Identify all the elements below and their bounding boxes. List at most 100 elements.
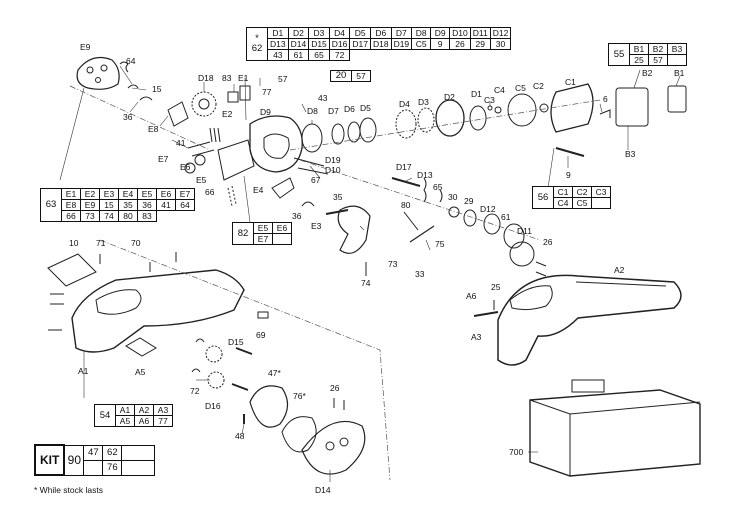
table-key: 62: [251, 43, 263, 54]
part-label: C5: [515, 83, 526, 93]
part-label: 76*: [293, 391, 306, 401]
part-label: A6: [466, 291, 477, 301]
cell: 62: [102, 444, 123, 461]
cell: E6: [272, 222, 292, 234]
part-label: 77: [262, 87, 272, 97]
part-label: 15: [152, 84, 162, 94]
part-label: D14: [315, 485, 331, 495]
cell: 25: [629, 54, 649, 66]
part-label: D5: [360, 103, 371, 113]
cell: D14: [287, 38, 310, 50]
part-label: 29: [464, 196, 474, 206]
cell: 80: [118, 210, 138, 222]
part-label: A5: [135, 367, 146, 377]
cell: D7: [390, 27, 413, 39]
cell: A5: [115, 415, 135, 427]
footnote: * While stock lasts: [34, 485, 103, 495]
part-label: D17: [396, 162, 412, 172]
part-label: D10: [325, 165, 341, 175]
cell: E5: [253, 222, 273, 234]
cell: E7: [253, 233, 273, 245]
cell: 36: [137, 199, 157, 211]
cell: [272, 233, 292, 245]
cell: [667, 54, 687, 66]
cell: 73: [80, 210, 100, 222]
part-label: D7: [328, 106, 339, 116]
part-label: D2: [444, 92, 455, 102]
cell: B3: [667, 43, 687, 55]
part-label: E3: [311, 221, 322, 231]
part-label: 57: [278, 74, 288, 84]
cell: [83, 459, 104, 476]
cell: 15: [99, 199, 119, 211]
cell: A1: [115, 404, 135, 416]
part-label: 10: [69, 238, 79, 248]
table-key: 90: [63, 444, 85, 476]
part-label: 69: [256, 330, 266, 340]
cell: D15: [308, 38, 330, 50]
part-label: 65: [433, 182, 443, 192]
part-label: D4: [399, 99, 410, 109]
cell: C1: [553, 186, 573, 198]
part-label: B1: [674, 68, 685, 78]
part-label: E2: [222, 109, 233, 119]
cell: D5: [349, 27, 371, 39]
cell: C5: [411, 38, 432, 50]
part-label: D11: [517, 226, 532, 236]
cell: 83: [137, 210, 157, 222]
cell: D19: [390, 38, 413, 50]
cell: E4: [118, 188, 138, 200]
part-label: B2: [642, 68, 653, 78]
part-label: 43: [318, 93, 328, 103]
cell: D1: [267, 27, 289, 39]
cell: 35: [118, 199, 138, 211]
part-label: 47*: [268, 368, 281, 378]
part-label: 80: [401, 200, 411, 210]
part-label: E7: [158, 154, 169, 164]
cell: 74: [99, 210, 119, 222]
part-label: 70: [131, 238, 141, 248]
part-label: 64: [126, 56, 136, 66]
cell: 43: [267, 49, 289, 61]
cell: C2: [572, 186, 592, 198]
part-label: D9: [260, 107, 271, 117]
table-key: 82: [232, 222, 254, 245]
part-label: C1: [565, 77, 576, 87]
cell: [121, 444, 156, 461]
cell: [591, 197, 611, 209]
cell: D13: [267, 38, 289, 50]
part-label: E9: [80, 42, 91, 52]
part-label: E4: [253, 185, 264, 195]
cell: 64: [175, 199, 195, 211]
part-label: D3: [418, 97, 429, 107]
cell: 57: [648, 54, 668, 66]
cell: D2: [287, 27, 310, 39]
cell: D8: [411, 27, 432, 39]
part-label: 36: [123, 112, 133, 122]
cell: E1: [61, 188, 81, 200]
cell: E8: [61, 199, 81, 211]
cell: 72: [328, 49, 351, 61]
part-label: D19: [325, 155, 341, 165]
part-label: 41: [176, 138, 186, 148]
part-label: 74: [361, 278, 371, 288]
part-label: 26: [330, 383, 340, 393]
table-key: 63: [40, 188, 62, 222]
part-label: 6: [603, 94, 608, 104]
cell: 30: [489, 38, 512, 50]
cell: D11: [469, 27, 491, 39]
part-label: 75: [435, 239, 445, 249]
table-key: 55: [608, 43, 630, 66]
table-key: 54: [94, 404, 116, 427]
cell: 66: [61, 210, 81, 222]
cell: E7: [175, 188, 195, 200]
cell: 29: [469, 38, 491, 50]
cell: D16: [328, 38, 351, 50]
